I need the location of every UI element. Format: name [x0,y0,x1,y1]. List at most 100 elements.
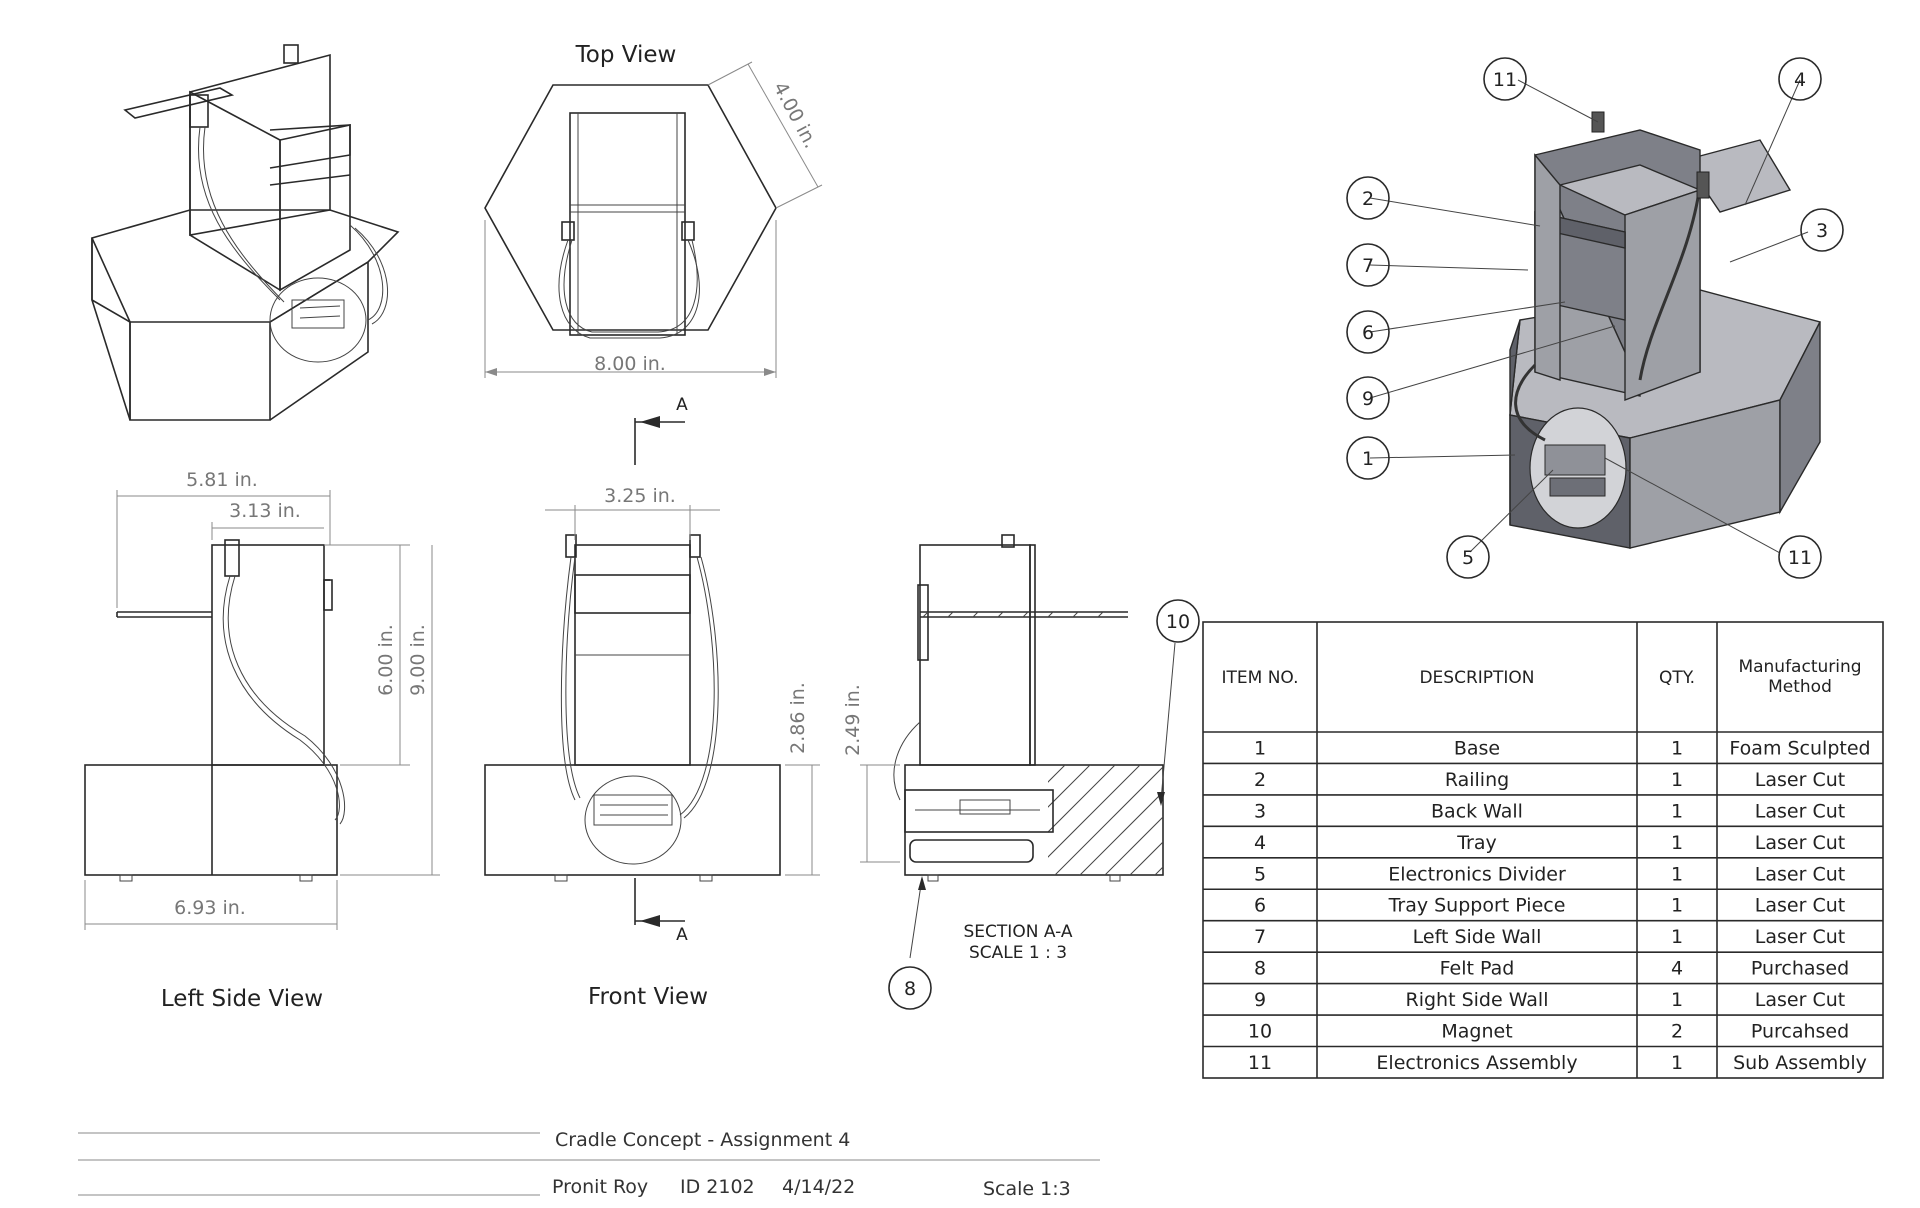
bom-cell: 8 [1254,958,1266,980]
bom-cell: Back Wall [1431,800,1523,822]
date: 4/14/22 [782,1176,855,1198]
bom-cell: 6 [1254,895,1266,917]
balloon-3: 3 [1800,208,1844,252]
bom-cell: Right Side Wall [1406,989,1549,1011]
balloon-label: 5 [1462,547,1474,569]
bom-cell: Left Side Wall [1413,926,1542,948]
bom-cell: 1 [1671,989,1683,1011]
bom-cell: 1 [1671,1052,1683,1074]
bom-cell: 10 [1248,1021,1272,1043]
bom-cell: Foam Sculpted [1729,737,1870,759]
balloon-2: 2 [1346,176,1390,220]
bom-cell: Laser Cut [1755,989,1845,1011]
dim-front-width: 3.25 in. [604,485,676,507]
dim-left-total-height: 9.00 in. [407,624,429,696]
balloon-label: 2 [1362,188,1374,210]
bom-cell: 1 [1671,800,1683,822]
scale: Scale 1:3 [983,1178,1071,1200]
top-view [484,61,823,378]
bom-cell: 1 [1254,737,1266,759]
bom-header-item: ITEM NO. [1221,668,1298,688]
bom-header-description: DESCRIPTION [1419,668,1534,688]
section-marker [634,416,685,927]
bom-cell: Purchased [1751,958,1849,980]
bom-cell: 1 [1671,926,1683,948]
dim-left-base-width: 6.93 in. [174,897,246,919]
dimension-labels: 8.00 in. 4.00 in. 5.81 in. 3.13 in. 6.00… [174,78,864,919]
dim-left-depth: 5.81 in. [186,469,258,491]
shaded-iso-view [1369,79,1822,554]
bom-table: ITEM NO. DESCRIPTION QTY. Manufacturing … [1202,621,1884,1079]
section-view [860,534,1176,959]
bom-cell: Magnet [1441,1021,1512,1043]
balloon-label: 11 [1493,69,1517,91]
dim-left-upper-height: 6.00 in. [375,624,397,696]
bom-cell: 2 [1254,769,1266,791]
title-block: Cradle Concept - Assignment 4 Pronit Roy… [78,1129,1100,1200]
bom-cell: Tray [1456,832,1497,854]
bom-header-method-2: Method [1768,677,1832,697]
section-marker-top: A [676,395,688,415]
balloon-label: 7 [1362,255,1374,277]
balloon-11-bottom: 11 [1778,535,1822,579]
student-id: ID 2102 [680,1176,755,1198]
balloon-label: 1 [1362,448,1374,470]
balloon-label: 9 [1362,388,1374,410]
section-scale: SCALE 1 : 3 [969,943,1067,963]
bom-cell: 1 [1671,769,1683,791]
balloon-6: 6 [1346,310,1390,354]
author: Pronit Roy [552,1176,648,1198]
balloon-label: 4 [1794,69,1806,91]
bom-cell: Tray Support Piece [1388,895,1566,917]
left-side-view [84,490,440,930]
bom-cell: 1 [1671,832,1683,854]
bom-cell: Laser Cut [1755,863,1845,885]
bom-cell: Laser Cut [1755,769,1845,791]
bom-cell: Felt Pad [1440,958,1515,980]
bom-row: 8 Felt Pad 4 Purchased [1254,958,1849,980]
bom-cell: 1 [1671,895,1683,917]
section-title: SECTION A-A [964,922,1073,942]
front-view-title: Front View [588,984,708,1010]
balloon-1: 1 [1346,436,1390,480]
bom-row: 7 Left Side Wall 1 Laser Cut [1254,926,1845,948]
left-view-title: Left Side View [161,986,323,1012]
drawing-title: Cradle Concept - Assignment 4 [555,1129,850,1151]
top-view-title: Top View [575,42,677,68]
balloon-4: 4 [1778,57,1822,101]
view-labels: Top View Left Side View Front View SECTI… [161,42,1073,1012]
bom-header-qty: QTY. [1659,668,1695,688]
bom-cell: Electronics Assembly [1376,1052,1577,1074]
bom-cell: Purcahsed [1751,1021,1849,1043]
balloon-label: 3 [1816,220,1828,242]
bom-cell: Base [1454,737,1500,759]
bom-cell: Electronics Divider [1388,863,1566,885]
balloon-9: 9 [1346,376,1390,420]
bom-cell: 3 [1254,800,1266,822]
bom-cell: 4 [1671,958,1683,980]
balloon-7: 7 [1346,243,1390,287]
balloons: 11 4 2 3 7 6 9 1 5 11 10 8 [888,57,1844,1010]
iso-line-view [90,44,400,421]
bom-cell: 7 [1254,926,1266,948]
balloon-label: 6 [1362,322,1374,344]
balloon-10: 10 [1156,599,1200,643]
bom-row: 1 Base 1 Foam Sculpted [1254,737,1871,759]
bom-cell: 5 [1254,863,1266,885]
dim-front-base-height: 2.86 in. [787,682,809,754]
bom-cell: 1 [1671,737,1683,759]
bom-cell: Laser Cut [1755,926,1845,948]
dim-left-wall: 3.13 in. [229,500,301,522]
bom-header-method-1: Manufacturing [1738,657,1861,677]
balloon-8: 8 [888,966,932,1010]
bom-cell: 4 [1254,832,1266,854]
balloon-label: 11 [1788,547,1812,569]
